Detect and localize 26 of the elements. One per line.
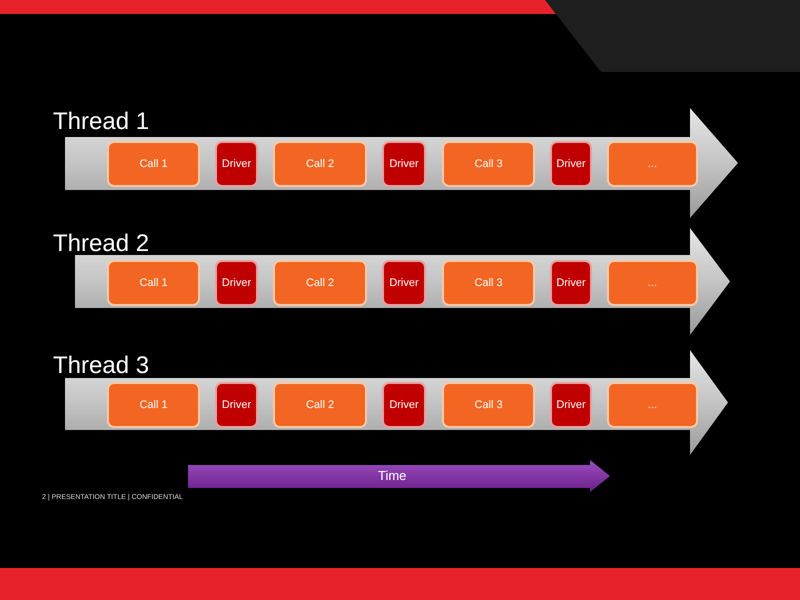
driver-box: Driver [550,141,592,187]
call-box: Call 3 [442,260,535,306]
call-box: ... [607,141,698,187]
call-box: Call 1 [107,141,200,187]
call-box: Call 2 [273,260,367,306]
call-box: ... [607,260,698,306]
driver-box: Driver [382,141,426,187]
thread-label: Thread 3 [53,352,150,380]
driver-box: Driver [382,260,426,306]
driver-box: Driver [215,141,258,187]
call-box: Call 1 [107,382,200,428]
call-box: Call 3 [442,141,535,187]
thread-label: Thread 1 [53,108,150,136]
driver-box: Driver [215,260,258,306]
call-box: Call 1 [107,260,200,306]
driver-box: Driver [550,382,592,428]
time-arrow [188,460,612,494]
driver-box: Driver [215,382,258,428]
call-box: Call 2 [273,141,367,187]
call-box: Call 2 [273,382,367,428]
driver-box: Driver [550,260,592,306]
call-box: ... [607,382,698,428]
time-label: Time [378,468,406,483]
call-box: Call 3 [442,382,535,428]
thread-label: Thread 2 [53,230,150,258]
driver-box: Driver [382,382,426,428]
